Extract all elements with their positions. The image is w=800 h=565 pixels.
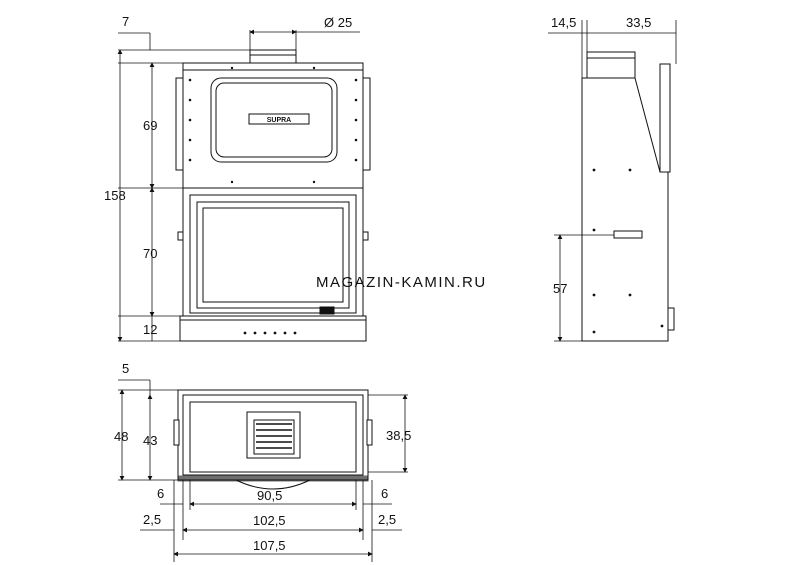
logo-plate	[248, 113, 310, 125]
dim-side-offset: 14,5	[551, 15, 576, 30]
front-view	[175, 49, 371, 342]
watermark: MAGAZIN-KAMIN.RU	[316, 274, 487, 291]
dim-base-height: 12	[143, 322, 157, 337]
logo-text: SUPRA	[267, 117, 292, 124]
dim-hood-height: 69	[143, 118, 157, 133]
dim-flue-diameter: Ø 25	[324, 15, 352, 30]
side-dimension-lines	[548, 20, 677, 342]
dim-left-gap: 6	[157, 486, 164, 501]
side-view	[581, 51, 675, 342]
front-screws	[188, 66, 358, 335]
dim-body-depth: 43	[143, 433, 157, 448]
dim-right-gap: 6	[381, 486, 388, 501]
dim-top-offset: 5	[122, 361, 129, 376]
top-dimension-lines	[118, 379, 408, 562]
dim-outlet-height: 57	[553, 281, 567, 296]
dim-door-height: 70	[143, 246, 157, 261]
dim-left-margin: 2,5	[143, 512, 161, 527]
dim-side-depth-top: 33,5	[626, 15, 651, 30]
dim-body-width: 102,5	[253, 513, 286, 528]
dim-right-margin: 2,5	[378, 512, 396, 527]
top-view	[173, 389, 373, 490]
front-dimension-lines	[117, 29, 360, 342]
dim-inner-width: 90,5	[257, 488, 282, 503]
side-screws	[592, 168, 664, 334]
dim-offset-top: 7	[122, 14, 129, 29]
top-grille-slats	[256, 423, 292, 449]
dim-total-width: 107,5	[253, 538, 286, 553]
dim-inner-depth: 38,5	[386, 428, 411, 443]
dim-total-depth: 48	[114, 429, 128, 444]
dim-total-height: 158	[104, 188, 126, 203]
